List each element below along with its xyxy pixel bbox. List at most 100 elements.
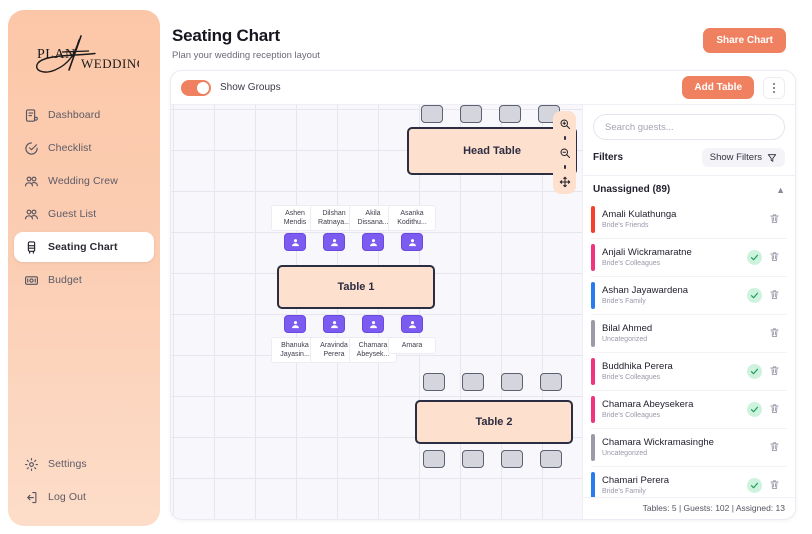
sidebar-nav: Dashboard Checklist Wedding Crew xyxy=(8,100,160,295)
delete-guest-icon[interactable] xyxy=(769,365,783,379)
checklist-icon xyxy=(24,141,39,156)
seat-empty[interactable] xyxy=(501,373,523,391)
show-filters-label: Show Filters xyxy=(709,152,762,163)
delete-guest-icon[interactable] xyxy=(769,327,783,341)
zoom-controls xyxy=(553,111,576,194)
guest-name: Bilal Ahmed xyxy=(602,322,653,334)
seat-empty[interactable] xyxy=(499,105,521,123)
guest-confirmed-icon[interactable] xyxy=(747,250,762,265)
seat-filled[interactable] xyxy=(284,233,306,251)
sidebar-item-label: Log Out xyxy=(48,491,87,503)
sidebar-item-budget[interactable]: Budget xyxy=(14,265,154,295)
unassigned-group-header[interactable]: Unassigned (89) ▲ xyxy=(583,176,795,201)
app-logo: PLAN WEDDING xyxy=(8,22,160,86)
svg-text:WEDDING: WEDDING xyxy=(81,56,139,71)
sidebar-item-label: Seating Chart xyxy=(48,241,118,253)
show-groups-toggle[interactable] xyxy=(181,79,211,96)
group-title: Unassigned (89) xyxy=(593,184,671,195)
seat-label: Asanka Kodithu... xyxy=(388,205,436,231)
seat-filled[interactable] xyxy=(362,315,384,333)
seat-label: Amara xyxy=(388,337,436,354)
gear-icon xyxy=(24,457,39,472)
table-node[interactable]: Table 2 xyxy=(415,400,573,444)
search-input[interactable] xyxy=(593,114,785,140)
sidebar: PLAN WEDDING Dashboard xyxy=(8,10,160,526)
seat-empty[interactable] xyxy=(421,105,443,123)
seat-filled[interactable] xyxy=(362,233,384,251)
seat-empty[interactable] xyxy=(462,450,484,468)
zoom-in-icon[interactable] xyxy=(556,115,573,132)
table-node[interactable]: Head Table xyxy=(407,127,577,175)
sidebar-item-wedding-crew[interactable]: Wedding Crew xyxy=(14,166,154,196)
seat-empty[interactable] xyxy=(462,373,484,391)
guest-category-color-bar xyxy=(591,396,595,423)
sidebar-item-settings[interactable]: Settings xyxy=(14,449,154,479)
sidebar-item-seating-chart[interactable]: Seating Chart xyxy=(14,232,154,262)
chevron-up-icon: ▲ xyxy=(776,184,785,195)
share-chart-button[interactable]: Share Chart xyxy=(703,28,786,53)
guest-category-color-bar xyxy=(591,244,595,271)
sidebar-item-label: Settings xyxy=(48,458,87,470)
add-table-button[interactable]: Add Table xyxy=(682,76,754,99)
page-subtitle: Plan your wedding reception layout xyxy=(172,50,320,61)
seat-empty[interactable] xyxy=(423,450,445,468)
table-node[interactable]: Table 1 xyxy=(277,265,435,309)
guest-name: Anjali Wickramaratne xyxy=(602,246,692,258)
sidebar-item-label: Checklist xyxy=(48,142,92,154)
delete-guest-icon[interactable] xyxy=(769,289,783,303)
sidebar-item-label: Budget xyxy=(48,274,82,286)
sidebar-item-log-out[interactable]: Log Out xyxy=(14,482,154,512)
seat-filled[interactable] xyxy=(323,233,345,251)
seat-filled[interactable] xyxy=(401,233,423,251)
show-groups-label: Show Groups xyxy=(220,82,281,93)
delete-guest-icon[interactable] xyxy=(769,403,783,417)
show-filters-button[interactable]: Show Filters xyxy=(701,148,785,167)
delete-guest-icon[interactable] xyxy=(769,213,783,227)
delete-guest-icon[interactable] xyxy=(769,441,783,455)
sidebar-item-dashboard[interactable]: Dashboard xyxy=(14,100,154,130)
guest-name: Ashan Jayawardena xyxy=(602,284,689,296)
seat-empty[interactable] xyxy=(423,373,445,391)
seat-filled[interactable] xyxy=(284,315,306,333)
sidebar-footer: Settings Log Out xyxy=(8,449,160,526)
logout-icon xyxy=(24,490,39,505)
guest-confirmed-icon[interactable] xyxy=(747,364,762,379)
seat-filled[interactable] xyxy=(401,315,423,333)
delete-guest-icon[interactable] xyxy=(769,479,783,493)
guest-category: Uncategorized xyxy=(602,449,648,457)
seat-empty[interactable] xyxy=(460,105,482,123)
seat-empty[interactable] xyxy=(540,373,562,391)
guest-name: Amali Kulathunga xyxy=(602,208,677,220)
seating-board: Show Groups Add Table xyxy=(170,70,796,520)
seat-empty[interactable] xyxy=(540,450,562,468)
pan-move-icon[interactable] xyxy=(556,173,573,190)
seat-empty[interactable] xyxy=(501,450,523,468)
guest-confirmed-icon[interactable] xyxy=(747,402,762,417)
guest-confirmed-icon[interactable] xyxy=(747,478,762,493)
kebab-menu-icon[interactable] xyxy=(763,76,785,99)
guest-search-row xyxy=(583,105,795,148)
delete-guest-icon[interactable] xyxy=(769,251,783,265)
guest-confirmed-icon[interactable] xyxy=(747,288,762,303)
zoom-out-icon[interactable] xyxy=(556,144,573,161)
seat-filled[interactable] xyxy=(323,315,345,333)
guest-category: Uncategorized xyxy=(602,335,648,343)
guests-panel: Filters Show Filters Unassigned (89) xyxy=(582,105,795,519)
sidebar-item-guest-list[interactable]: Guest List xyxy=(14,199,154,229)
page-title: Seating Chart xyxy=(172,26,280,45)
sidebar-item-checklist[interactable]: Checklist xyxy=(14,133,154,163)
